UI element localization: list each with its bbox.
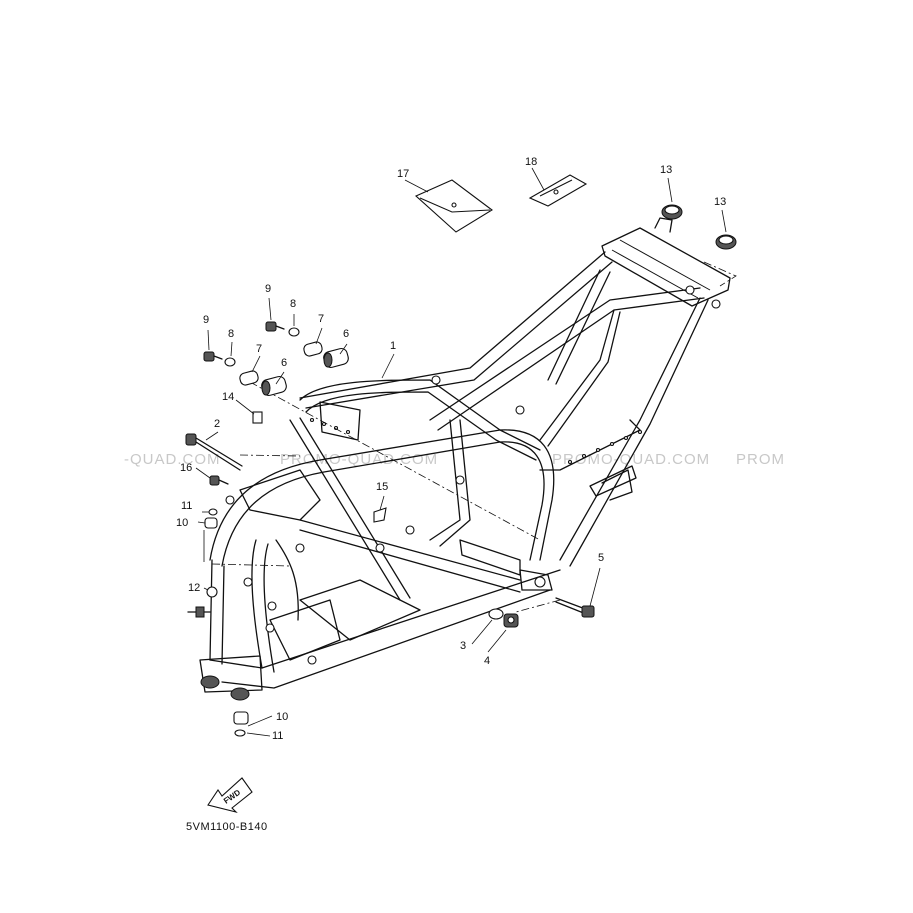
callout-3: 3: [460, 640, 467, 652]
callout-13-left: 13: [660, 164, 673, 176]
watermark-text-left: -QUAD.COM: [124, 451, 221, 468]
callout-14: 14: [222, 391, 235, 403]
part-11-o-ring-a: [208, 508, 218, 516]
part-8-washer-b: [288, 327, 300, 337]
callout-9-upper: 9: [265, 283, 272, 295]
diagram-code: 5VM1100-B140: [186, 821, 268, 833]
callout-15: 15: [376, 481, 389, 493]
part-14-spacer: [252, 411, 263, 424]
callout-9-lower: 9: [203, 314, 210, 326]
callout-1: 1: [390, 340, 397, 352]
callout-7-upper: 7: [318, 313, 325, 325]
callout-12: 12: [188, 582, 201, 594]
part-7-collar-b: [303, 341, 323, 357]
callout-16: 16: [180, 462, 193, 474]
callout-6-lower: 6: [281, 357, 288, 369]
part-6-bushing-b: [323, 347, 349, 369]
assembly-lines: [211, 261, 737, 613]
part-5-pivot-bolt: [555, 597, 595, 618]
frame-assembly: [199, 217, 731, 693]
part-17-tool-pouch: [415, 179, 493, 233]
callout-7-lower: 7: [256, 343, 263, 355]
part-12-fitting: [187, 586, 218, 618]
callout-2: 2: [214, 418, 221, 430]
callout-18: 18: [525, 156, 538, 168]
watermark-text-mid1: PROMO-QUAD.COM: [280, 451, 439, 468]
watermark-text-right: PROM: [736, 451, 785, 468]
part-4-nut: [503, 613, 519, 628]
callout-8-upper: 8: [290, 298, 297, 310]
part-8-washer-a: [224, 357, 236, 367]
callout-10-lower: 10: [276, 711, 289, 723]
part-6-bushing-a: [261, 375, 287, 397]
callout-5: 5: [598, 552, 605, 564]
callout-4: 4: [484, 655, 491, 667]
callout-6-upper: 6: [343, 328, 350, 340]
part-15-clip: [373, 507, 387, 523]
part-13-damper-b: [715, 234, 737, 250]
part-2-long-bolt: [185, 433, 243, 471]
callout-13-right: 13: [714, 196, 727, 208]
leader-lines: [195, 167, 727, 737]
callout-10-upper: 10: [176, 517, 189, 529]
callout-11-upper: 11: [181, 500, 193, 512]
part-7-collar-a: [239, 370, 259, 386]
part-10-cap-b: [233, 711, 249, 725]
part-13-damper-a: [661, 204, 683, 220]
part-10-cap-a: [204, 517, 218, 529]
callout-11-lower: 11: [272, 730, 284, 742]
part-9-bolt-a: [203, 351, 223, 362]
part-18-bracket: [528, 174, 588, 207]
callout-8-lower: 8: [228, 328, 235, 340]
callout-17: 17: [397, 168, 410, 180]
part-3-washer: [488, 608, 504, 620]
fwd-arrow-icon: FWD: [207, 777, 253, 814]
part-9-bolt-b: [265, 321, 285, 332]
part-16-bolt: [209, 475, 229, 486]
frame-holes: [309, 417, 643, 465]
part-11-o-ring-b: [234, 729, 246, 737]
